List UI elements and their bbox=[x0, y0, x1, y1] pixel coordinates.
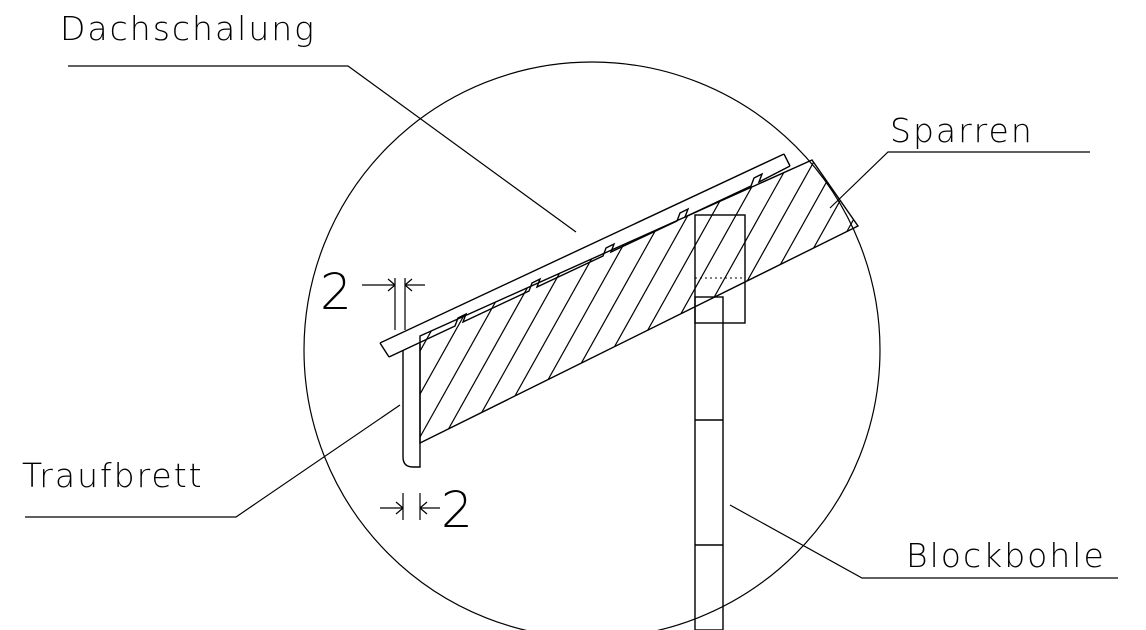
dimension-bottom-value: 2 bbox=[441, 481, 473, 539]
rafter-hatch-line bbox=[996, 140, 1146, 480]
detail-circle bbox=[303, 61, 881, 630]
dimension-top: 2 bbox=[320, 263, 425, 330]
dimension-top-value: 2 bbox=[320, 263, 352, 321]
rafter-hatch-line bbox=[827, 160, 858, 443]
rafter-hatch-line bbox=[683, 160, 858, 443]
eaves-board bbox=[402, 344, 421, 468]
rafter-hatch-line bbox=[876, 140, 1066, 480]
rafter-hatch-line bbox=[972, 140, 1146, 480]
rafter-hatch-line bbox=[851, 160, 858, 443]
dimension-bottom: 2 bbox=[380, 481, 473, 539]
label-roof-boarding: Dachschalung bbox=[60, 9, 316, 48]
rafter-hatch-line bbox=[948, 140, 1138, 480]
label-eaves-board: Traufbrett bbox=[22, 456, 204, 495]
rafter-hatch-line bbox=[924, 140, 1114, 480]
rafter-hatch-line bbox=[443, 160, 635, 443]
label-log-plank: Blockbohle bbox=[906, 536, 1106, 575]
rafter-hatch-line bbox=[635, 160, 827, 443]
rafter-hatch-line bbox=[420, 160, 563, 443]
wall-plate bbox=[694, 214, 746, 324]
roof-boarding bbox=[379, 153, 791, 358]
rafter-hatch-line bbox=[515, 160, 707, 443]
rafter-hatch-line bbox=[611, 160, 803, 443]
rafter-hatch-line bbox=[731, 160, 858, 443]
rafter-hatch-line bbox=[900, 140, 1090, 480]
leader-eaves-board: Traufbrett bbox=[22, 404, 401, 518]
log-plank-wall bbox=[694, 296, 724, 630]
rafter-hatch-line bbox=[755, 160, 858, 443]
rafter-hatch-line bbox=[563, 160, 755, 443]
rafter-hatch-line bbox=[539, 160, 731, 443]
rafter-hatch-line bbox=[420, 160, 539, 443]
label-rafter: Sparren bbox=[890, 111, 1034, 150]
leader-rafter: Sparren bbox=[829, 111, 1090, 209]
rafter-hatch-line bbox=[587, 160, 779, 443]
rafter-hatch-line bbox=[467, 160, 659, 443]
leader-roof-boarding: Dachschalung bbox=[60, 9, 577, 233]
rafter-hatch-line bbox=[779, 160, 858, 443]
rafter-hatch-line bbox=[420, 160, 587, 443]
leader-log-plank: Blockbohle bbox=[729, 504, 1118, 579]
